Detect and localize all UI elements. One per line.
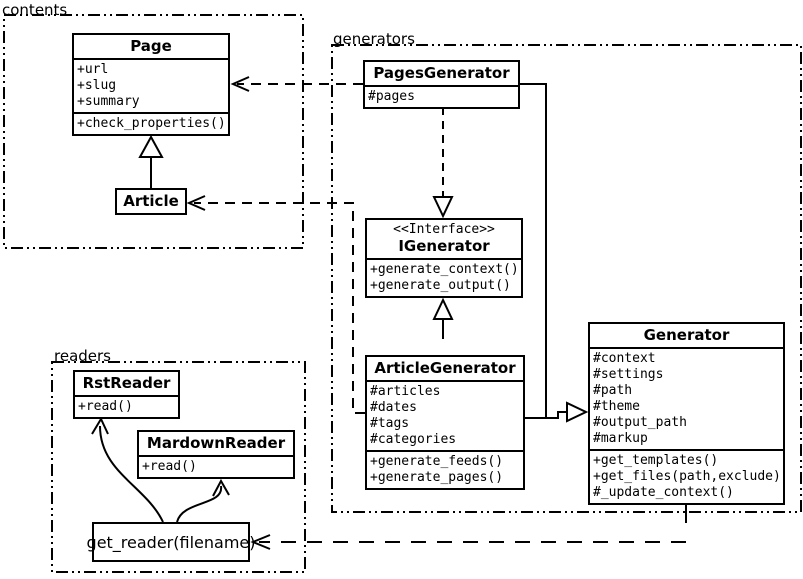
igenerator-methods: +generate_context() +generate_output() bbox=[367, 258, 521, 296]
contents-package-border bbox=[3, 14, 304, 249]
class-box-rstreader: RstReader +read() bbox=[73, 370, 180, 419]
attribute: #articles bbox=[370, 384, 441, 399]
method: +read() bbox=[142, 459, 197, 474]
method: +generate_pages() bbox=[370, 470, 504, 485]
page-methods: +check_properties() bbox=[74, 112, 228, 134]
class-title-igenerator: IGenerator bbox=[398, 237, 490, 255]
rstreader-methods: +read() bbox=[75, 395, 178, 417]
method: #_update_context() bbox=[593, 485, 734, 500]
edge-articlegenerator-to-igenerator-generalization bbox=[432, 297, 454, 339]
edge-pagesgenerator-to-igenerator-realization bbox=[432, 107, 454, 219]
readers-package-label: readers bbox=[54, 347, 111, 365]
method: +get_templates() bbox=[593, 453, 719, 468]
class-box-articlegenerator: ArticleGenerator #articles #dates #tags … bbox=[365, 355, 525, 490]
method: +read() bbox=[78, 399, 133, 414]
edge-articlegenerator-to-article-dependency bbox=[186, 195, 365, 414]
generator-methods: +get_templates() +get_files(path,exclude… bbox=[590, 449, 783, 503]
edge-generators-to-generator-generalization bbox=[518, 83, 589, 423]
class-box-generator: Generator #context #settings #path #them… bbox=[588, 322, 785, 505]
attribute: #categories bbox=[370, 432, 457, 447]
contents-package-label: contents bbox=[2, 1, 68, 19]
class-title-rstreader: RstReader bbox=[82, 374, 171, 392]
attribute: #path bbox=[593, 383, 633, 398]
attribute: +url bbox=[77, 62, 109, 77]
attribute: #settings bbox=[593, 367, 664, 382]
class-box-pagesgenerator: PagesGenerator #pages bbox=[363, 60, 520, 109]
generators-package-label: generators bbox=[333, 30, 415, 48]
attribute: #markup bbox=[593, 431, 648, 446]
edge-getreader-to-markdownreader-call bbox=[176, 478, 230, 523]
class-box-markdownreader: MardownReader +read() bbox=[137, 430, 295, 479]
class-title-pagesgenerator: PagesGenerator bbox=[373, 64, 510, 82]
edge-article-to-page-generalization bbox=[138, 134, 164, 188]
generators-package-border bbox=[331, 44, 802, 513]
class-title-article: Article bbox=[123, 192, 179, 210]
attribute: #theme bbox=[593, 399, 640, 414]
class-box-igenerator: <<Interface>> IGenerator +generate_conte… bbox=[365, 218, 523, 298]
attribute: #tags bbox=[370, 416, 410, 431]
articlegenerator-methods: +generate_feeds() +generate_pages() bbox=[367, 450, 523, 488]
edge-getreader-to-rstreader-call bbox=[91, 416, 164, 523]
method: +generate_context() bbox=[370, 262, 519, 277]
pagesgenerator-attributes: #pages bbox=[365, 85, 518, 107]
class-title-generator: Generator bbox=[643, 326, 730, 344]
attribute: #dates bbox=[370, 400, 417, 415]
attribute: #pages bbox=[368, 89, 415, 104]
class-title-articlegenerator: ArticleGenerator bbox=[374, 359, 516, 377]
articlegenerator-attributes: #articles #dates #tags #categories bbox=[367, 380, 523, 450]
readers-package-border bbox=[51, 361, 306, 573]
edge-pagesgenerator-to-page-dependency bbox=[230, 76, 363, 92]
function-box-get-reader: get_reader(filename) bbox=[87, 522, 255, 562]
class-title-markdownreader: MardownReader bbox=[146, 434, 286, 452]
method: +get_files(path,exclude) bbox=[593, 469, 781, 484]
attribute: +slug bbox=[77, 78, 117, 93]
class-title-page: Page bbox=[130, 37, 172, 55]
attribute: +summary bbox=[77, 94, 140, 109]
edge-generator-to-getreader-dependency bbox=[250, 502, 687, 550]
method: +check_properties() bbox=[77, 116, 226, 131]
method: +generate_feeds() bbox=[370, 454, 504, 469]
page-attributes: +url +slug +summary bbox=[74, 58, 228, 112]
igenerator-stereotype: <<Interface>> bbox=[393, 222, 495, 237]
method: +generate_output() bbox=[370, 278, 511, 293]
generator-attributes: #context #settings #path #theme #output_… bbox=[590, 347, 783, 449]
get-reader-label: get_reader(filename) bbox=[86, 532, 256, 552]
attribute: #context bbox=[593, 351, 656, 366]
class-box-page: Page +url +slug +summary +check_properti… bbox=[72, 33, 230, 136]
attribute: #output_path bbox=[593, 415, 687, 430]
markdownreader-methods: +read() bbox=[139, 455, 293, 477]
class-box-article: Article bbox=[115, 188, 187, 215]
igenerator-header: <<Interface>> IGenerator bbox=[367, 220, 521, 258]
